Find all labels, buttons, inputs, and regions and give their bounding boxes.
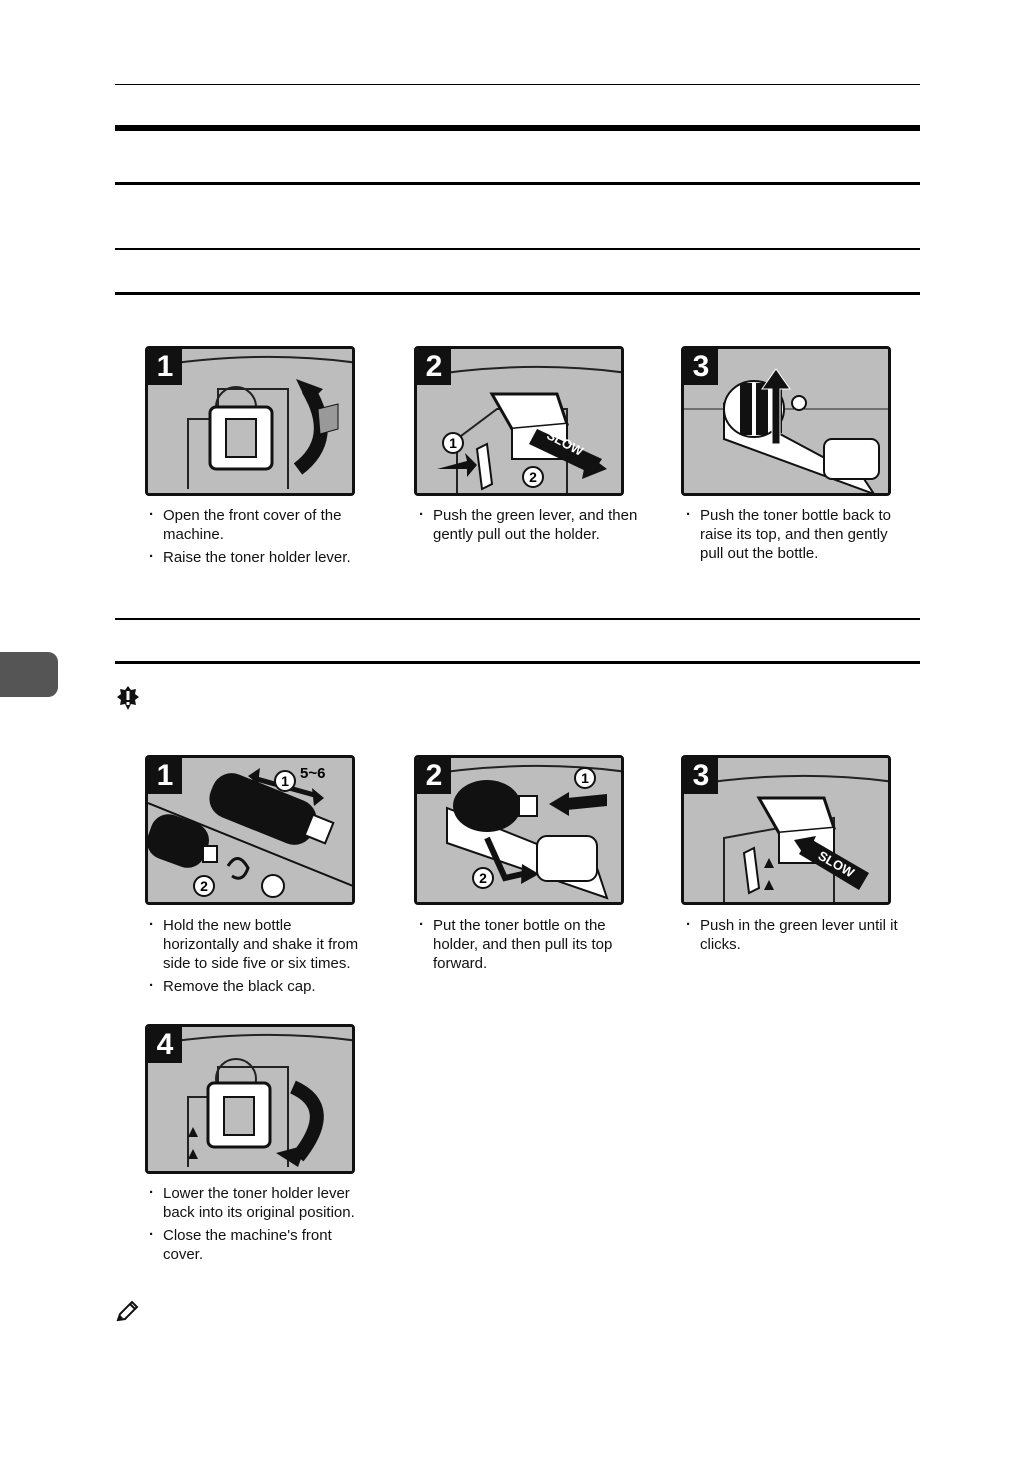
step-caption-replace-2: Put the toner bottle on the holder, and …	[416, 915, 638, 977]
step-panel-replace-2: 1 2 2	[414, 755, 624, 905]
chapter-side-tab	[0, 652, 58, 697]
step-number-box: 3	[684, 758, 718, 794]
step-panel-replace-4: 4	[145, 1024, 355, 1174]
caption-item: Hold the new bottle horizontally and sha…	[146, 915, 361, 973]
important-icon	[117, 686, 139, 710]
marker-1-label: 1	[581, 770, 589, 786]
step-number-box: 4	[148, 1027, 182, 1063]
section-rule	[115, 182, 920, 185]
step-caption-replace-4: Lower the toner holder lever back into i…	[146, 1183, 368, 1268]
caption-item: Close the machine's front cover.	[146, 1225, 368, 1264]
step-caption-remove-3: Push the toner bottle back to raise its …	[683, 505, 905, 567]
caption-item: Open the front cover of the machine.	[146, 505, 368, 544]
subsection-rule-bottom	[115, 292, 920, 295]
marker-2-label: 2	[200, 878, 208, 894]
shake-count-label: 5~6	[300, 765, 325, 782]
marker-1-label: 1	[449, 435, 457, 451]
step-panel-replace-1: 1 5~6 2 1	[145, 755, 355, 905]
step-number-box: 2	[417, 349, 451, 385]
step-number-box: 3	[684, 349, 718, 385]
step-panel-remove-3: 3	[681, 346, 891, 496]
caption-item: Push in the green lever until it clicks.	[683, 915, 905, 954]
header-rule	[115, 84, 920, 85]
step-panel-remove-1: 1	[145, 346, 355, 496]
caption-item: Remove the black cap.	[146, 976, 361, 996]
caption-item: Push the green lever, and then gently pu…	[416, 505, 638, 544]
step-panel-replace-3: SLOW 3	[681, 755, 891, 905]
step-caption-remove-2: Push the green lever, and then gently pu…	[416, 505, 638, 548]
step-caption-remove-1: Open the front cover of the machine. Rai…	[146, 505, 368, 571]
step-number-box: 1	[148, 349, 182, 385]
step-caption-replace-1: Hold the new bottle horizontally and sha…	[146, 915, 361, 1000]
subsection-rule-top	[115, 248, 920, 250]
step-caption-replace-3: Push in the green lever until it clicks.	[683, 915, 905, 958]
caption-item: Lower the toner holder lever back into i…	[146, 1183, 368, 1222]
step-number-box: 1	[148, 758, 182, 794]
marker-2-label: 2	[479, 870, 487, 886]
marker-1-label: 1	[281, 773, 289, 789]
section-b-rule-bottom	[115, 661, 920, 664]
caption-item: Put the toner bottle on the holder, and …	[416, 915, 638, 973]
step-number-box: 2	[417, 758, 451, 794]
caption-item: Raise the toner holder lever.	[146, 547, 368, 567]
caption-item: Push the toner bottle back to raise its …	[683, 505, 905, 563]
pencil-note-icon	[115, 1300, 139, 1324]
step-panel-remove-2: 1 2 SLOW 2	[414, 346, 624, 496]
marker-2-label: 2	[529, 469, 537, 485]
chapter-rule	[115, 125, 920, 131]
section-b-rule-top	[115, 618, 920, 620]
